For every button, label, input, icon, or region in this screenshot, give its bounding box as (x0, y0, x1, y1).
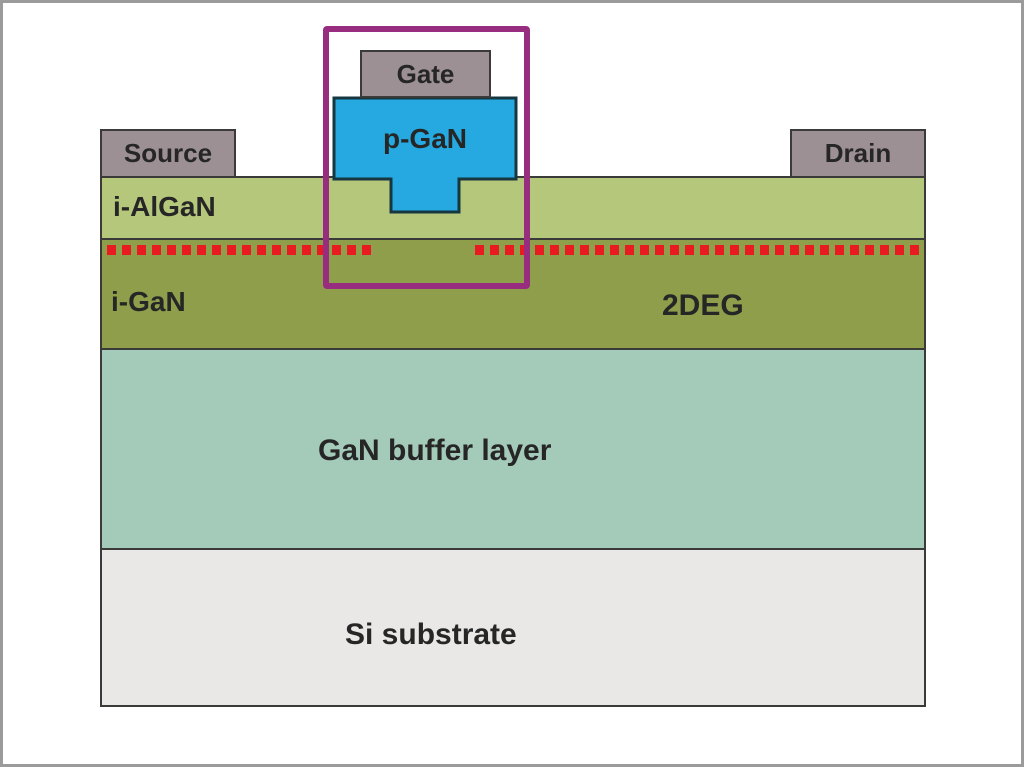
source-contact-label: Source (123, 138, 213, 168)
two-deg-dotted-line-right (475, 245, 924, 255)
layer-si-substrate (100, 548, 926, 707)
source-contact: Source (100, 129, 236, 178)
layer-i-gan (100, 238, 926, 350)
si-substrate-label: Si substrate (345, 618, 517, 651)
two-deg-label: 2DEG (662, 289, 744, 322)
gate-contact-label: Gate (396, 58, 455, 89)
drain-contact: Drain (790, 129, 926, 178)
p-gan-label: p-GaN (383, 122, 467, 154)
drain-contact-label: Drain (824, 138, 892, 168)
gan-buffer-label: GaN buffer layer (318, 434, 552, 467)
i-gan-label: i-GaN (111, 286, 186, 317)
gate-contact: Gate (360, 50, 491, 98)
gate-region-highlight-box (323, 26, 530, 289)
two-deg-dotted-line-left (107, 245, 375, 255)
p-gan-region-shape (332, 96, 518, 214)
i-algan-label: i-AlGaN (113, 191, 216, 222)
